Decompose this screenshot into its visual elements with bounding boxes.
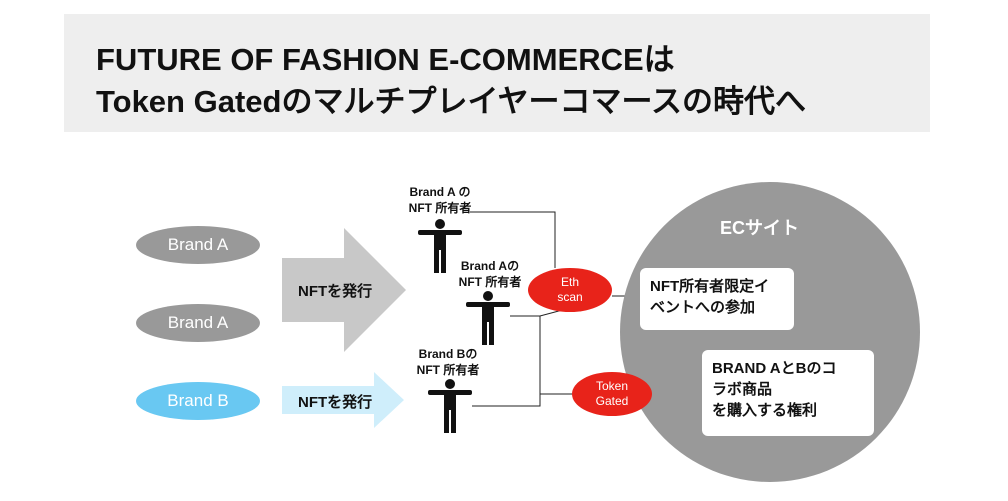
token-gated-pill: Token Gated <box>572 372 652 416</box>
issue-arrow-b <box>282 372 404 428</box>
benefit-event-box: NFT所有者限定イ ベントへの参加 <box>640 268 794 330</box>
holder-a2-label: Brand Aの NFT 所有者 <box>446 258 534 290</box>
token-gated-line1: Token <box>595 379 628 393</box>
brand-a-top: Brand A <box>136 226 260 264</box>
holder-b-label-line2: NFT 所有者 <box>416 363 480 377</box>
person-icon <box>466 291 510 345</box>
eth-scan-line1: Eth <box>560 275 579 289</box>
holder-a2-label-line1: Brand Aの <box>460 259 520 273</box>
benefit-event-line1: NFT所有者限定イ <box>650 278 770 295</box>
person-icon <box>418 219 462 273</box>
issue-arrow-a <box>282 228 406 352</box>
connector-a1 <box>470 211 556 268</box>
eth-scan-line2: scan <box>557 290 583 304</box>
person-icon <box>428 379 472 433</box>
issue-nft-label-b: NFTを発行 <box>298 394 373 411</box>
connector-b <box>472 393 572 407</box>
holder-a1-label: Brand A の NFT 所有者 <box>396 184 484 216</box>
eth-scan-pill: Eth scan <box>528 268 612 312</box>
holder-a2-label-line2: NFT 所有者 <box>458 275 522 289</box>
connector-a2 <box>510 315 541 406</box>
page-title-line1: FUTURE OF FASHION E-COMMERCEは <box>96 42 675 77</box>
benefit-collab-box: BRAND AとBのコ ラボ商品 を購入する権利 <box>702 350 874 436</box>
page-title-line2: Token Gatedのマルチプレイヤーコマースの時代へ <box>96 84 806 119</box>
holder-b-label-line1: Brand Bの <box>418 347 478 361</box>
ec-site-title: ECサイト <box>720 218 800 238</box>
holder-b-label: Brand Bの NFT 所有者 <box>404 346 492 378</box>
benefit-event-line2: ベントへの参加 <box>650 299 756 316</box>
brand-b: Brand B <box>136 382 260 420</box>
brand-a-bottom: Brand A <box>136 304 260 342</box>
benefit-collab-line1: BRAND AとBのコ <box>712 360 837 377</box>
token-gated-line2: Gated <box>595 394 629 408</box>
benefit-collab-line2: ラボ商品 <box>712 381 773 398</box>
title-banner: FUTURE OF FASHION E-COMMERCEは Token Gate… <box>64 14 930 132</box>
issue-nft-label-a: NFTを発行 <box>298 283 373 300</box>
benefit-collab-line3: を購入する権利 <box>712 402 818 419</box>
holder-a1-label-line2: NFT 所有者 <box>408 201 472 215</box>
holder-a1-label-line1: Brand A の <box>409 185 471 199</box>
